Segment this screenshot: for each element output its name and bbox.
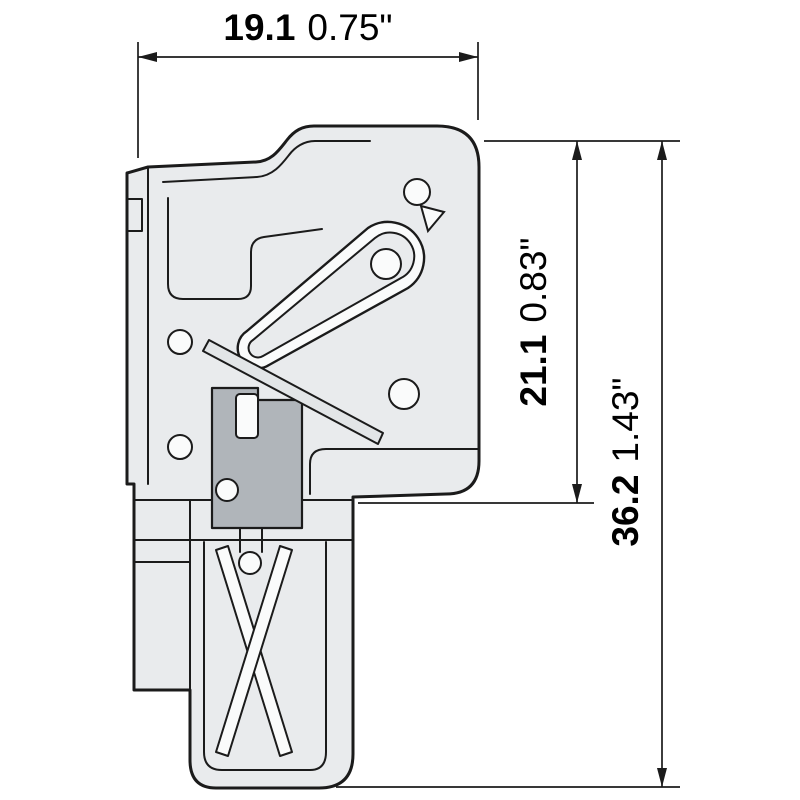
dimension-upper-height: 21.1 0.83" (358, 141, 594, 504)
arrowhead-top (657, 141, 667, 160)
arrowhead-left (138, 52, 157, 62)
width-imperial-value: 0.75" (307, 7, 392, 48)
hole-mid-right (388, 378, 420, 410)
width-metric-value: 19.1 (223, 7, 295, 48)
dimension-total-height-label: 36.2 1.43" (605, 377, 646, 546)
busbar-slot (235, 393, 259, 439)
dimension-width-label: 19.1 0.75" (223, 7, 392, 48)
actuation-lever (202, 339, 384, 445)
spring-leg-right (215, 545, 293, 757)
hole-loop-pivot (370, 248, 402, 280)
hole-spring-top (238, 551, 262, 575)
arrowhead-right (459, 52, 478, 62)
total-height-imperial-value: 1.43" (605, 377, 646, 462)
upper-height-metric-value: 21.1 (513, 335, 554, 407)
upper-height-imperial-value: 0.83" (513, 237, 554, 322)
hole-busbar (215, 478, 239, 502)
dimension-width: 19.1 0.75" (137, 7, 479, 158)
hole-left-lower (167, 434, 193, 460)
triangle-hole (419, 204, 446, 234)
arrowhead-bottom (657, 768, 667, 787)
step-inner-contour (309, 448, 479, 495)
arrowhead-bottom (572, 484, 582, 503)
hole-top-right (403, 178, 431, 206)
dimension-upper-height-label: 21.1 0.83" (513, 237, 554, 406)
total-height-metric-value: 36.2 (605, 475, 646, 547)
flange-notch (126, 198, 143, 232)
top-inner-contour (162, 140, 371, 183)
dimension-total-height: 36.2 1.43" (336, 141, 680, 788)
hole-left-upper (167, 329, 193, 355)
lower-cavity-contour (203, 541, 327, 771)
arrowhead-top (572, 141, 582, 160)
part-drawing (125, 124, 481, 790)
upper-left-pocket (167, 197, 323, 300)
